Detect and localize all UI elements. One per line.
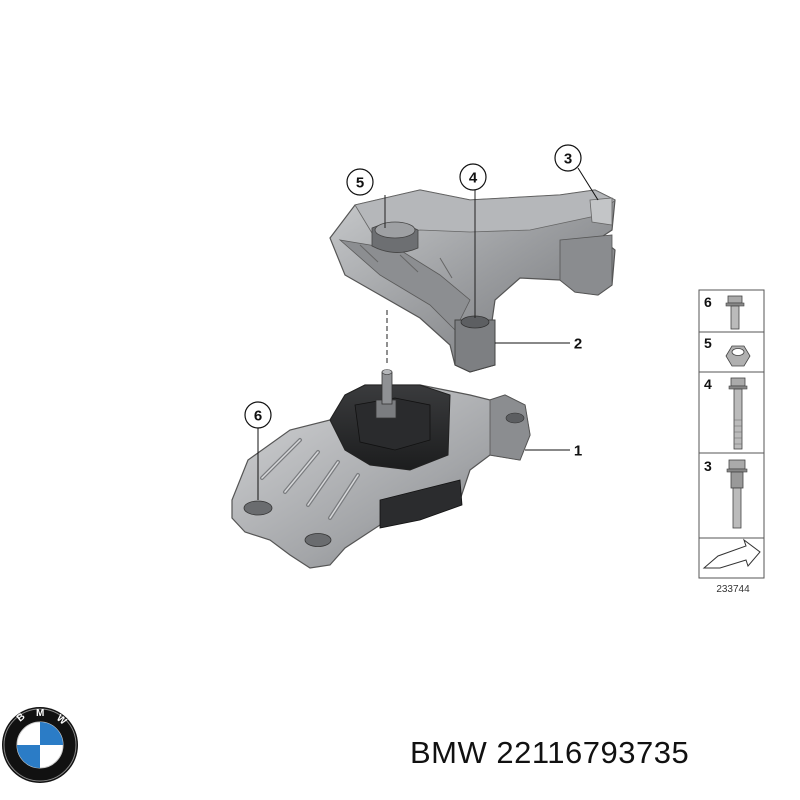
legend-item-3: 3 bbox=[704, 458, 748, 529]
caption-part-number: 22116793735 bbox=[496, 735, 690, 770]
svg-text:M: M bbox=[36, 708, 44, 719]
callout-1: 1 bbox=[525, 443, 582, 460]
svg-text:5: 5 bbox=[704, 335, 712, 351]
legend-item-5: 5 bbox=[704, 335, 751, 367]
svg-text:6: 6 bbox=[254, 408, 262, 425]
svg-text:5: 5 bbox=[356, 175, 364, 192]
legend-item-6: 6 bbox=[704, 294, 745, 330]
bmw-logo: B M W bbox=[2, 707, 78, 783]
caption-brand: BMW bbox=[410, 735, 488, 770]
svg-text:4: 4 bbox=[704, 376, 712, 392]
legend-item-4: 4 bbox=[704, 376, 748, 450]
svg-text:4: 4 bbox=[469, 170, 478, 187]
fastener-legend: 6 5 4 3 bbox=[698, 289, 765, 595]
callout-4: 4 bbox=[459, 163, 487, 191]
callout-2: 2 bbox=[495, 336, 582, 353]
svg-text:2: 2 bbox=[574, 336, 582, 353]
svg-text:3: 3 bbox=[564, 151, 572, 168]
long-bolt-icon bbox=[728, 377, 748, 450]
callout-5: 5 bbox=[346, 168, 374, 196]
part-caption: BMW 22116793735 bbox=[410, 735, 790, 781]
engine-mount-part-1 bbox=[231, 369, 531, 569]
hex-nut-icon bbox=[725, 345, 751, 367]
bracket-part-2 bbox=[329, 189, 616, 373]
svg-text:6: 6 bbox=[704, 294, 712, 310]
svg-text:3: 3 bbox=[704, 458, 712, 474]
callout-6: 6 bbox=[244, 401, 272, 500]
collar-bolt-icon bbox=[726, 459, 748, 529]
forward-arrow-icon bbox=[702, 538, 761, 569]
callout-3: 3 bbox=[554, 144, 599, 201]
flange-bolt-icon bbox=[725, 295, 745, 330]
diagram-reference-number: 233744 bbox=[716, 584, 750, 595]
svg-text:1: 1 bbox=[574, 443, 582, 460]
